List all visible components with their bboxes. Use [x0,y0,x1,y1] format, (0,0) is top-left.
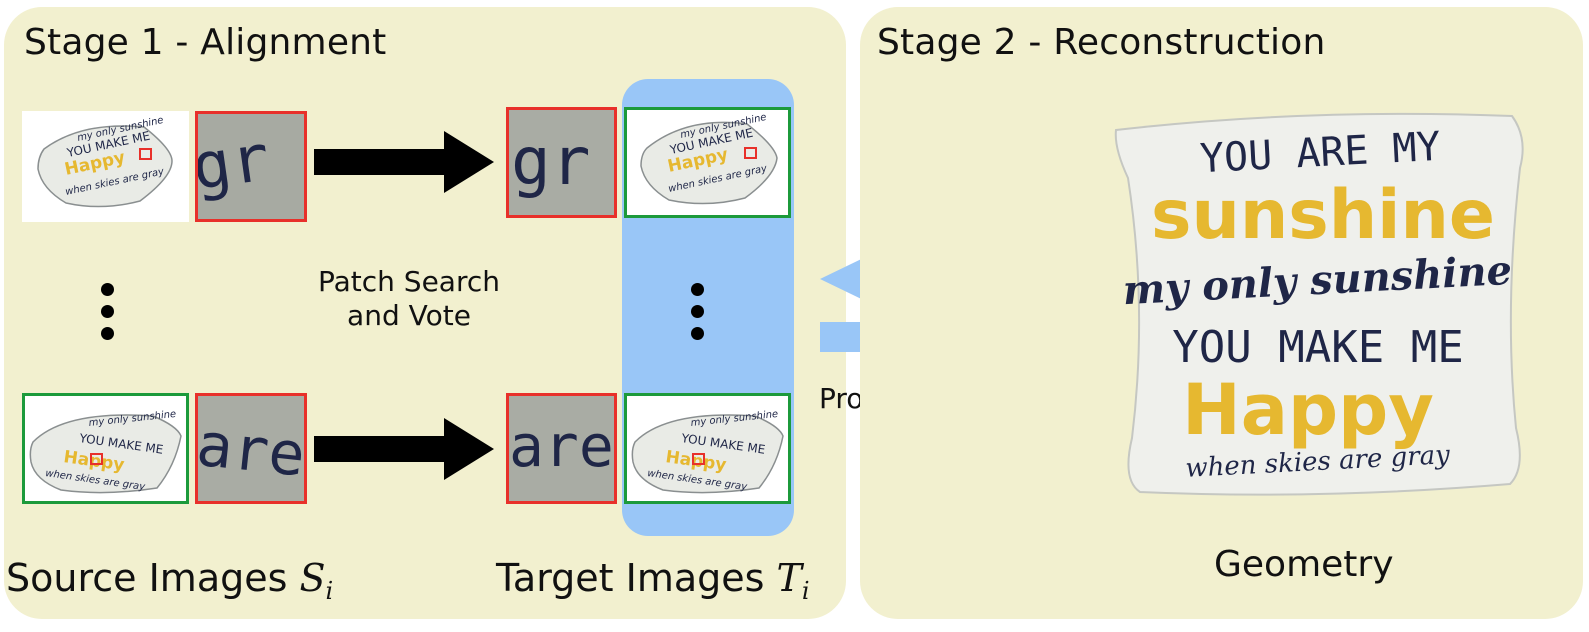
stage1-title: Stage 1 - Alignment [24,22,387,63]
source-image-2: my only sunshine YOU MAKE ME Happy when … [22,393,189,504]
target-patch-2: are [506,393,617,504]
patch-text: gr [198,121,274,205]
patch-search-label-line1: Patch Search [318,265,500,298]
patch-texture: gr [198,114,304,219]
source-patch-1: gr [195,111,307,222]
patch-text: gr [511,123,590,200]
patch-texture: are [509,396,614,501]
pillow-thumbnail: my only sunshine YOU MAKE ME Happy when … [631,409,784,494]
target-symbol-subscript: i [801,577,810,605]
ellipsis-dot [101,283,114,296]
patch-text: are [509,412,614,480]
target-symbol-letter: T [776,556,802,600]
patch-arrow-1 [314,131,496,193]
source-patch-2: are [195,393,307,504]
pillow-text-line: sunshine [1151,176,1495,255]
source-symbol-letter: S [299,556,326,600]
target-image-1: my only sunshine YOU MAKE ME Happy when … [624,107,791,218]
pillow-thumbnail: my only sunshine YOU MAKE ME Happy when … [29,409,182,494]
ellipsis-dot [101,305,114,318]
target-images-caption: Target Images Ti [496,556,810,605]
patch-text: are [198,410,304,491]
ellipsis-dot [691,283,704,296]
target-caption-text: Target Images [496,556,777,600]
source-ellipsis [101,283,115,349]
pillow-text-line: Happy [1182,369,1434,451]
ellipsis-dot [691,305,704,318]
source-caption-text: Source Images [6,556,300,600]
pillow-thumbnail: my only sunshine YOU MAKE ME Happy when … [640,112,778,205]
patch-search-label-line2: and Vote [347,299,471,332]
pillow-geometry: YOU ARE MY sunshine my only sunshine YOU… [1114,112,1524,496]
source-images-caption: Source Images Si [6,556,333,605]
ellipsis-dot [101,327,114,340]
patch-texture: gr [509,110,614,215]
ellipsis-dot [691,327,704,340]
target-symbol: Ti [776,556,810,605]
pillow-text-line: YOU MAKE ME [1172,322,1463,373]
source-symbol: Si [299,556,333,605]
patch-texture: are [198,396,304,501]
patch-search-label: Patch Search and Vote [302,265,516,333]
source-symbol-subscript: i [325,577,334,605]
stage2-title: Stage 2 - Reconstruction [877,22,1326,63]
geometry-caption: Geometry [1214,544,1394,585]
reconstructed-geometry: YOU ARE MY sunshine my only sunshine YOU… [1108,108,1534,500]
target-patch-1: gr [506,107,617,218]
pillow-thumbnail: my only sunshine YOU MAKE ME Happy when … [37,115,173,208]
source-image-1: my only sunshine YOU MAKE ME Happy when … [22,111,189,222]
patch-arrow-2 [314,418,496,480]
target-image-2: my only sunshine YOU MAKE ME Happy when … [624,393,791,504]
target-ellipsis [691,283,705,349]
